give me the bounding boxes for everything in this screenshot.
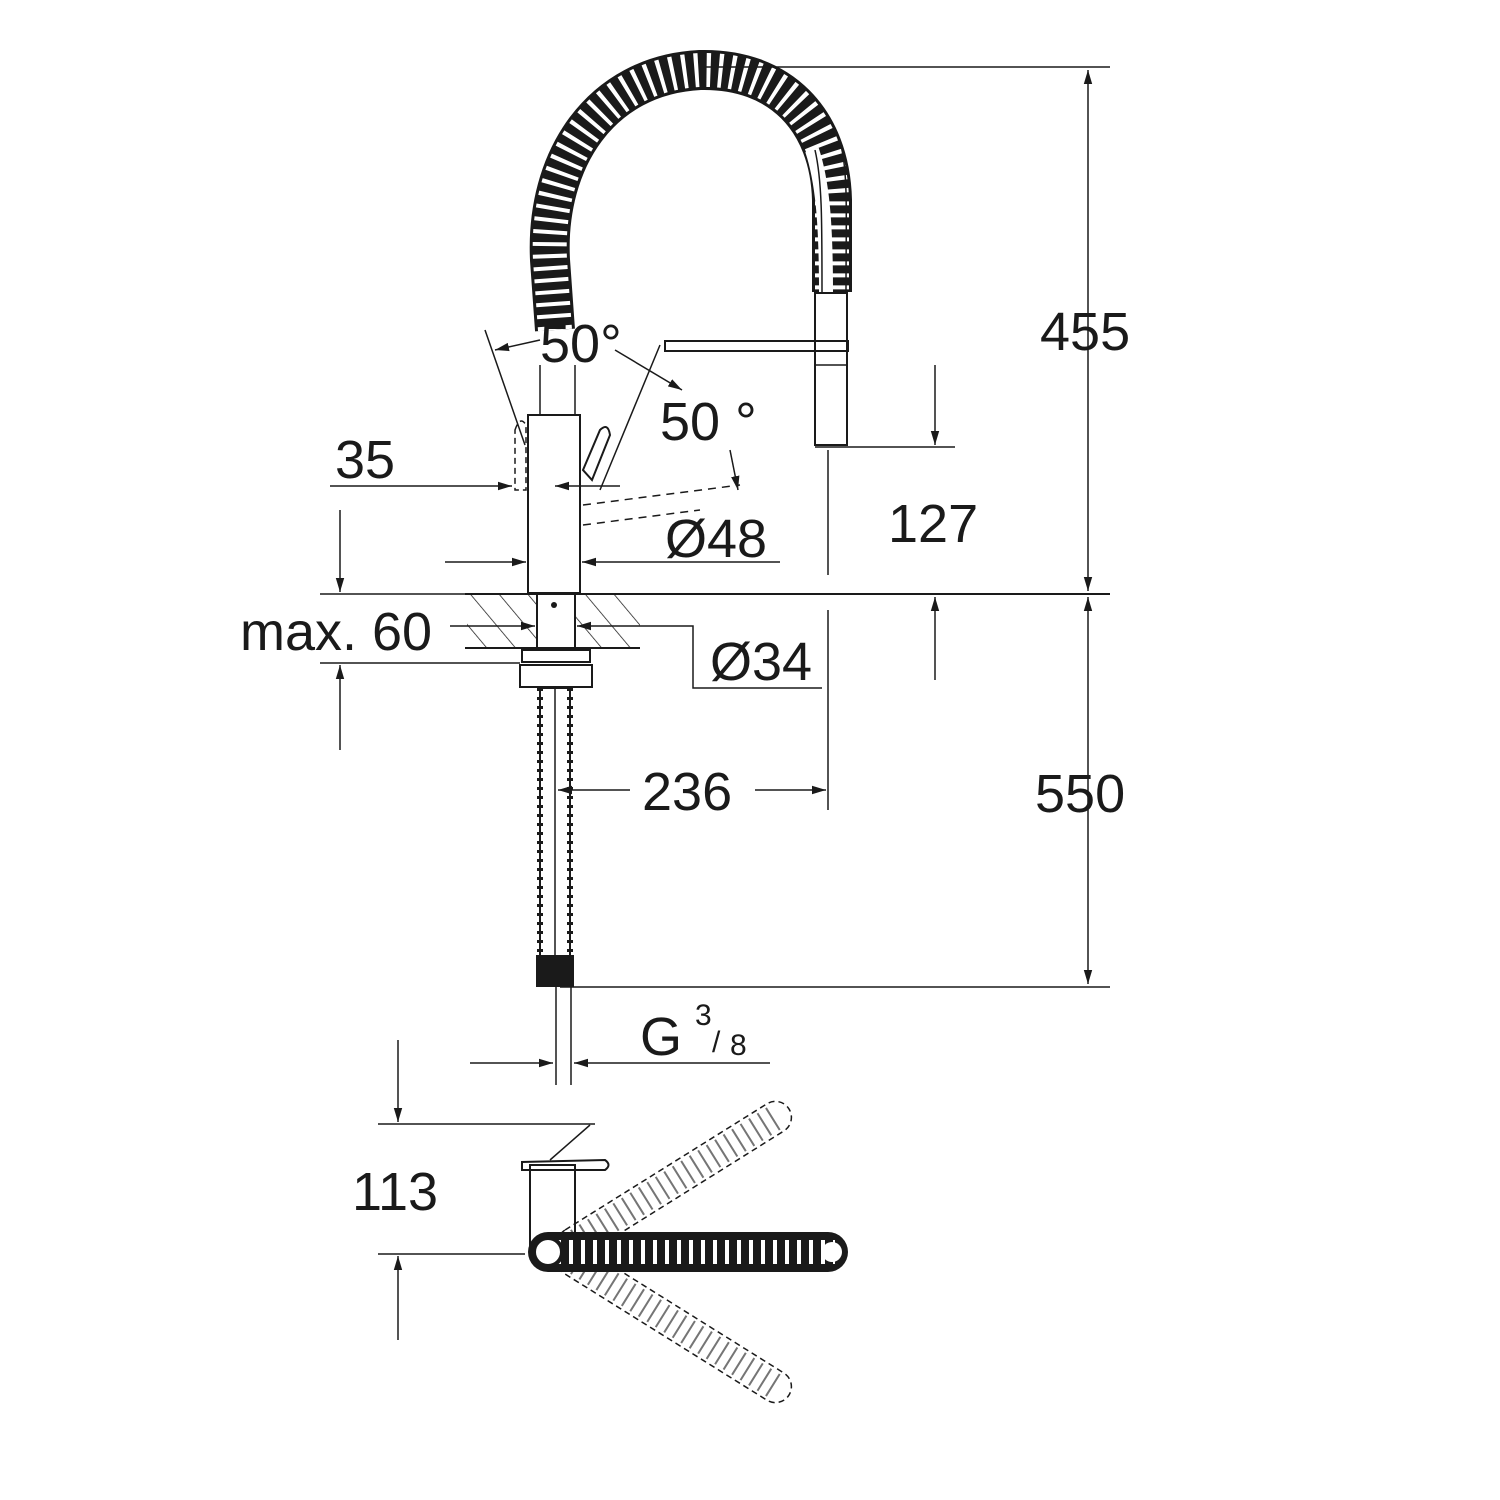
thread-denominator: 8 [730, 1029, 747, 1062]
angle-lever: 50 ° [660, 392, 757, 452]
spray-head [664, 292, 849, 446]
dim-diameter-48: Ø48 [665, 509, 767, 569]
angle-spout: 50° [540, 314, 622, 374]
thread-slash: / [712, 1026, 721, 1059]
dim-550: 550 [1035, 764, 1125, 824]
mounting-and-hoses [519, 649, 593, 1085]
dim-113: 113 [352, 1162, 438, 1222]
countertop [465, 593, 1110, 651]
spring-spout [529, 49, 852, 332]
dim-455: 455 [1040, 302, 1130, 362]
dim-236: 236 [642, 762, 732, 822]
dimension-lines [320, 66, 1110, 1340]
thread-numerator: 3 [695, 999, 712, 1032]
dim-max-60: max. 60 [240, 602, 432, 662]
dim-35: 35 [335, 430, 395, 490]
dim-127: 127 [888, 494, 978, 554]
thread-label: G [640, 1007, 682, 1067]
lever [581, 425, 612, 482]
plan-view [521, 1100, 848, 1404]
dim-diameter-34: Ø34 [710, 632, 812, 692]
